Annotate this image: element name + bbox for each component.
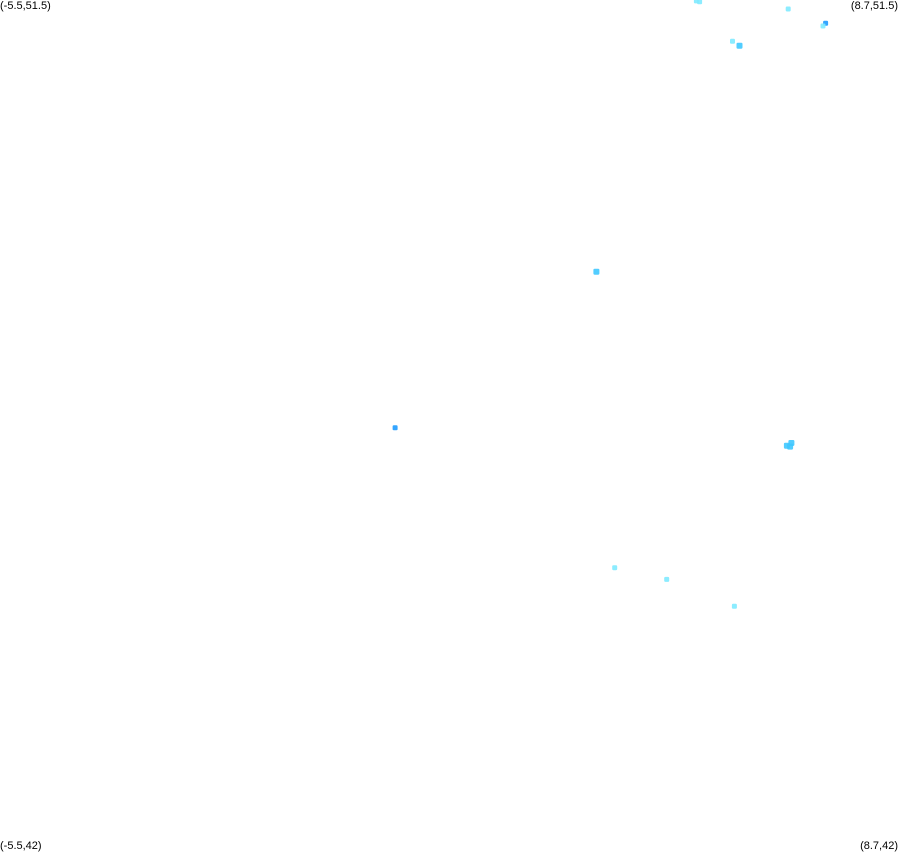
map-point: [392, 425, 398, 431]
map-point: [820, 23, 826, 29]
map-point: [593, 268, 600, 275]
map-point: [785, 6, 791, 12]
map-point: [731, 603, 737, 609]
map-point: [664, 576, 670, 582]
map-point: [612, 565, 618, 571]
map-point: [787, 443, 794, 450]
corner-label-top-right: (8.7,51.5): [850, 0, 898, 12]
corner-label-bottom-left: (-5.5,42): [0, 840, 42, 852]
map-point: [736, 42, 743, 49]
map-point: [697, 0, 703, 5]
corner-label-bottom-right: (8.7,42): [860, 840, 898, 852]
corner-label-top-left: (-5.5,51.5): [0, 0, 51, 12]
map-point: [730, 38, 735, 44]
